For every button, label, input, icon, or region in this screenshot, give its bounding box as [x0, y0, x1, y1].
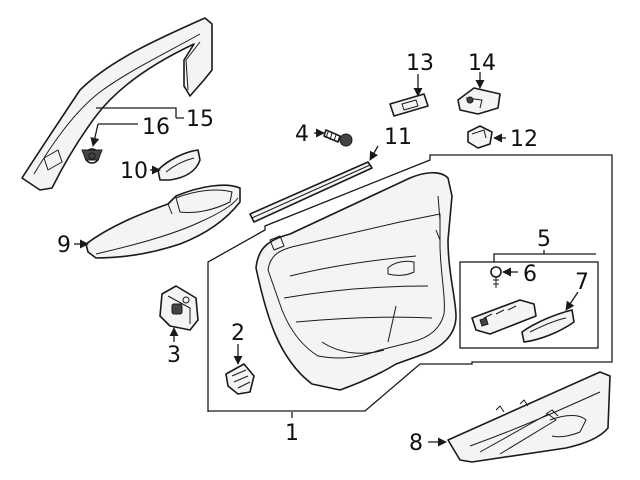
callout-10: 10 — [120, 159, 148, 184]
callout-14: 14 — [468, 51, 496, 76]
callout-8: 8 — [409, 431, 423, 456]
leader-15 — [96, 107, 184, 119]
switch-bezel-part[interactable] — [389, 93, 429, 117]
lower-door-panel-part[interactable] — [447, 371, 611, 463]
switch-module-part[interactable] — [457, 87, 501, 115]
callout-16: 16 — [142, 115, 170, 140]
screw-part[interactable] — [323, 129, 353, 147]
callout-11: 11 — [384, 125, 412, 150]
callout-12: 12 — [510, 127, 538, 152]
leader-7 — [565, 291, 579, 311]
callout-5: 5 — [537, 227, 551, 252]
callout-15: 15 — [186, 107, 214, 132]
door-panel-group-frame — [207, 154, 613, 412]
callout-6: 6 — [523, 262, 537, 287]
callout-13: 13 — [406, 51, 434, 76]
callout-7: 7 — [575, 270, 589, 295]
small-switch-part[interactable] — [467, 125, 493, 149]
window-switch-part[interactable] — [471, 299, 537, 335]
small-screw-part[interactable] — [490, 266, 502, 288]
callout-5-bracket — [493, 250, 596, 262]
pull-handle-insert-part[interactable] — [157, 149, 201, 181]
latch-part[interactable] — [159, 285, 199, 331]
weatherstrip-part[interactable] — [249, 161, 373, 223]
switch-assembly-group-frame — [459, 261, 599, 349]
armrest-part[interactable] — [85, 184, 241, 259]
callout-2: 2 — [231, 321, 245, 346]
callout-1: 1 — [285, 421, 299, 446]
leader-16-arrow — [90, 123, 100, 147]
pillar-trim-part[interactable] — [21, 17, 213, 191]
clip-part[interactable] — [81, 148, 103, 164]
callout-3: 3 — [167, 343, 181, 368]
bracket-part[interactable] — [225, 363, 255, 395]
callout-9: 9 — [57, 233, 71, 258]
leader-11 — [369, 145, 379, 161]
callout-4: 4 — [295, 122, 309, 147]
switch-trim-part[interactable] — [521, 309, 575, 343]
door-trim-panel-part[interactable] — [255, 171, 457, 391]
